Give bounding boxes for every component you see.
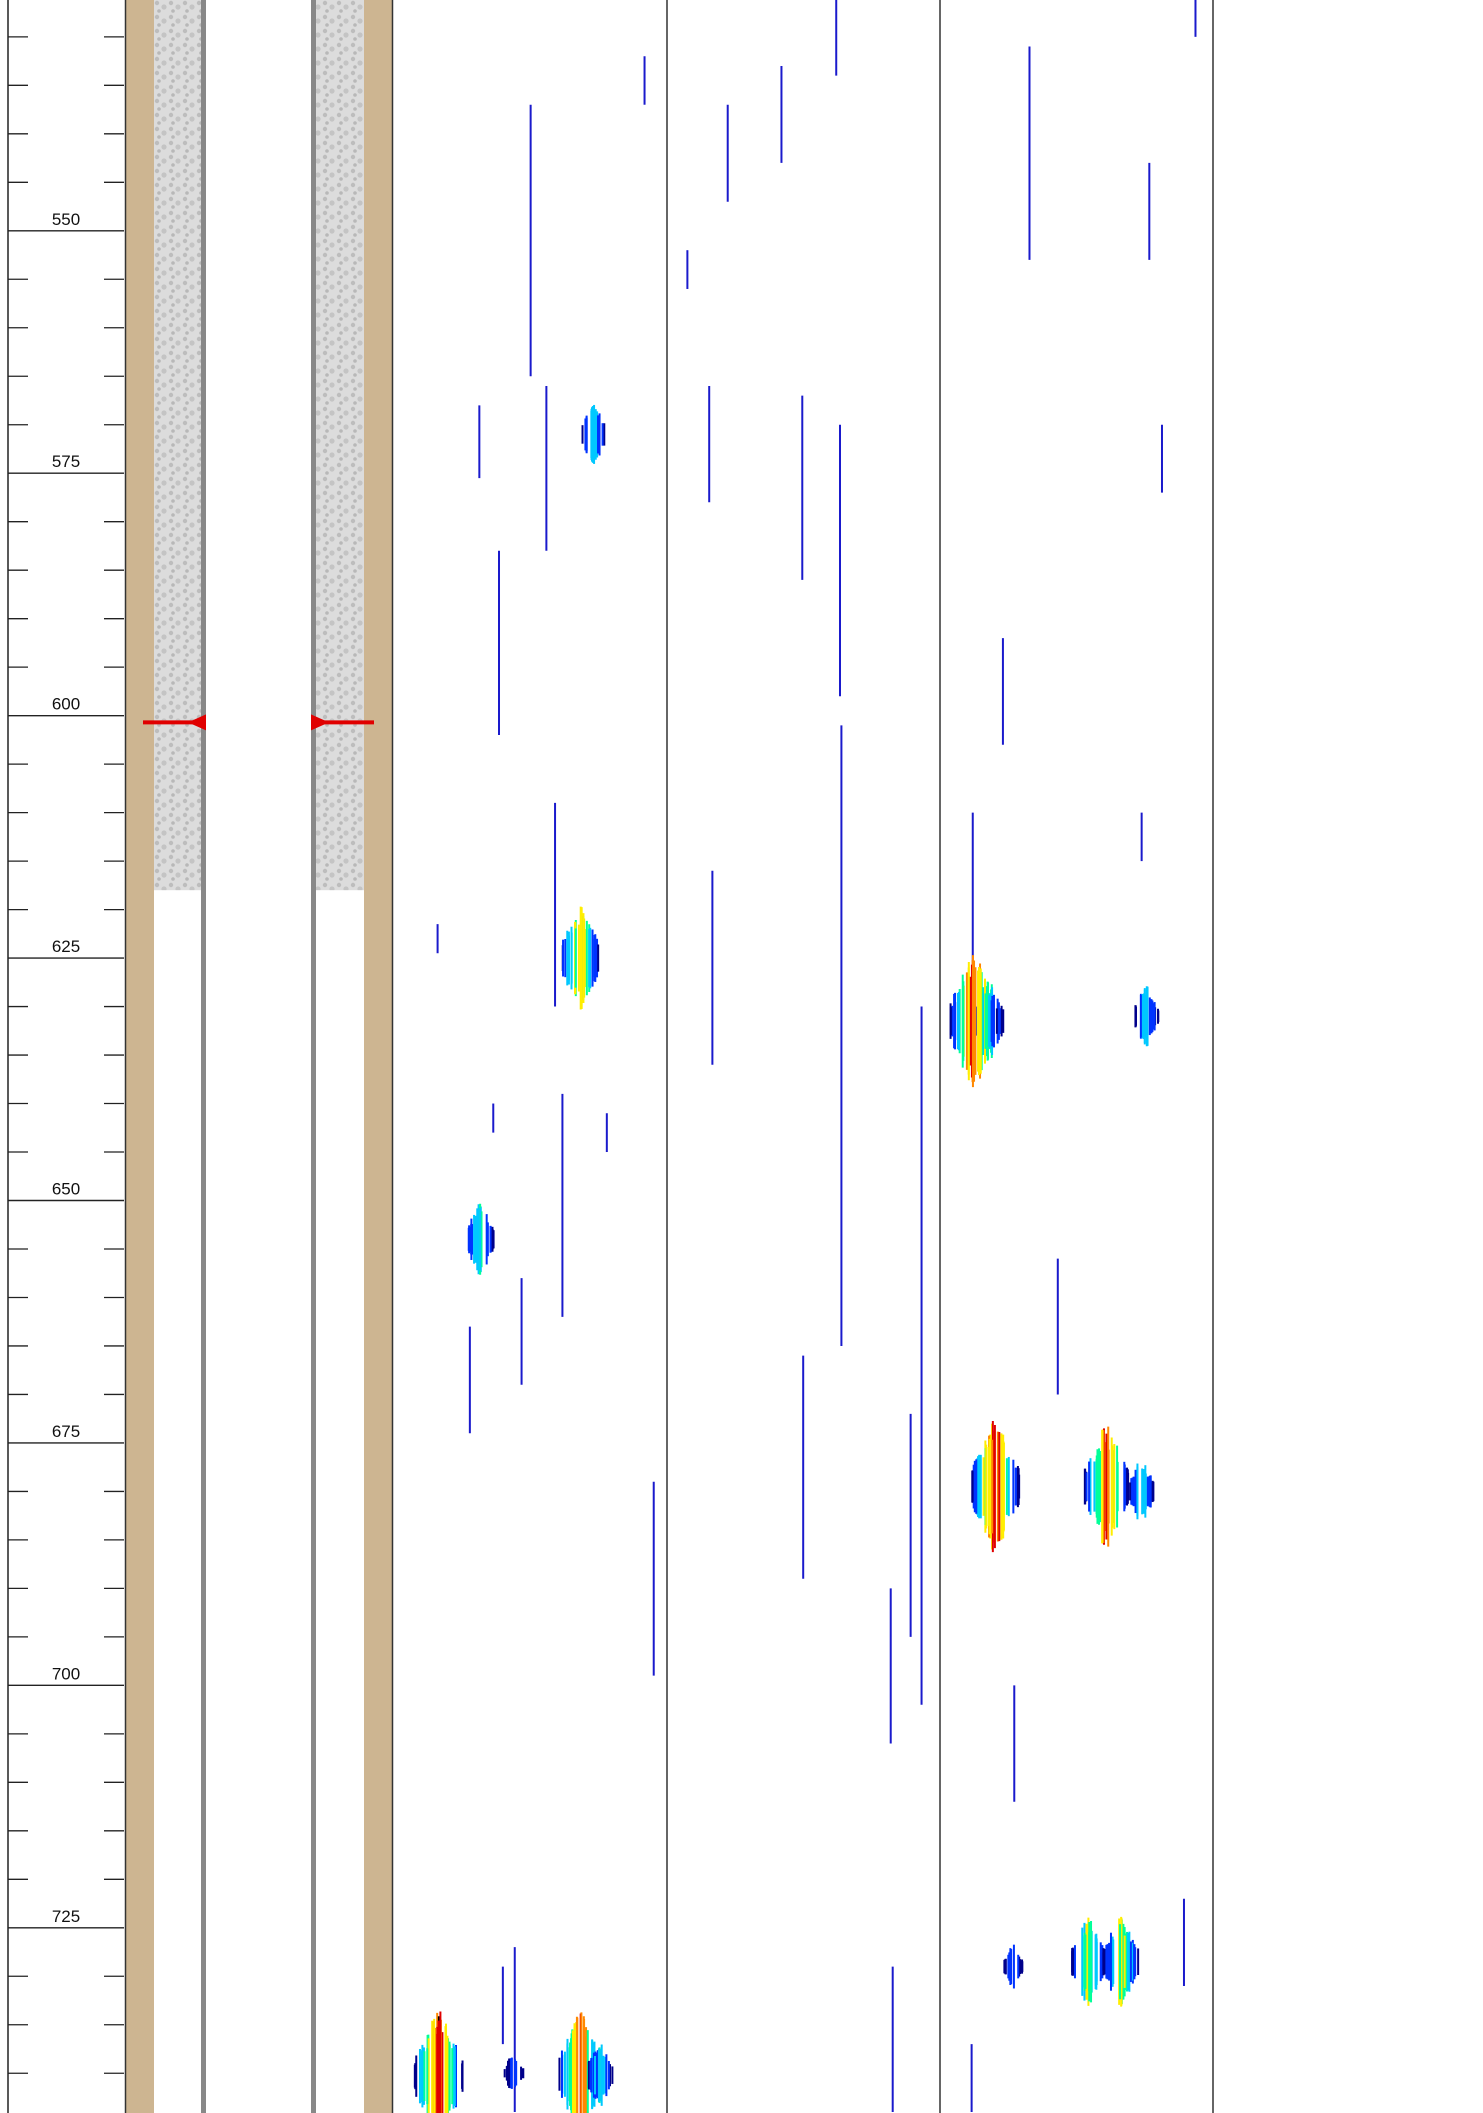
depth-tick-label: 725 xyxy=(52,1907,80,1926)
heatmap-event xyxy=(1083,1426,1130,1547)
depth-track: 550 575 600 625 650 675 700 725 xyxy=(7,0,124,2113)
gravel-pack-left xyxy=(154,0,202,891)
heatmap-event xyxy=(1071,1917,1106,2006)
casing-left xyxy=(126,0,154,2113)
heatmap-event xyxy=(587,2044,614,2106)
depth-tick-label: 625 xyxy=(52,937,80,956)
heatmap-event xyxy=(1102,1916,1140,2007)
heatmap-event xyxy=(503,2057,525,2089)
liner-right xyxy=(311,0,316,2113)
heatmap-event xyxy=(561,906,600,1010)
heatmap-event xyxy=(971,1421,1021,1553)
depth-tick-label: 650 xyxy=(52,1180,80,1199)
heatmap-event xyxy=(1134,986,1160,1047)
marker-arrow-left xyxy=(188,714,206,731)
heatmap-event xyxy=(413,2011,464,2113)
depth-tick-label: 550 xyxy=(52,210,80,229)
depth-tick-label: 700 xyxy=(52,1664,80,1683)
heatmap-tracks xyxy=(413,0,1214,2113)
depth-tick-label: 575 xyxy=(52,452,80,471)
heatmap-event xyxy=(949,955,998,1088)
liner-left xyxy=(201,0,206,2113)
heatmap-event xyxy=(1129,1463,1155,1520)
depth-tick-label: 600 xyxy=(52,695,80,714)
gravel-pack-right xyxy=(316,0,364,891)
marker-arrow-right xyxy=(311,714,329,731)
well-schematic xyxy=(124,0,394,2113)
casing-right xyxy=(364,0,392,2113)
depth-tick-label: 675 xyxy=(52,1422,80,1441)
heatmap-event xyxy=(467,1203,495,1275)
heatmap-event xyxy=(581,404,606,464)
heatmap-event xyxy=(1003,1944,1024,1989)
